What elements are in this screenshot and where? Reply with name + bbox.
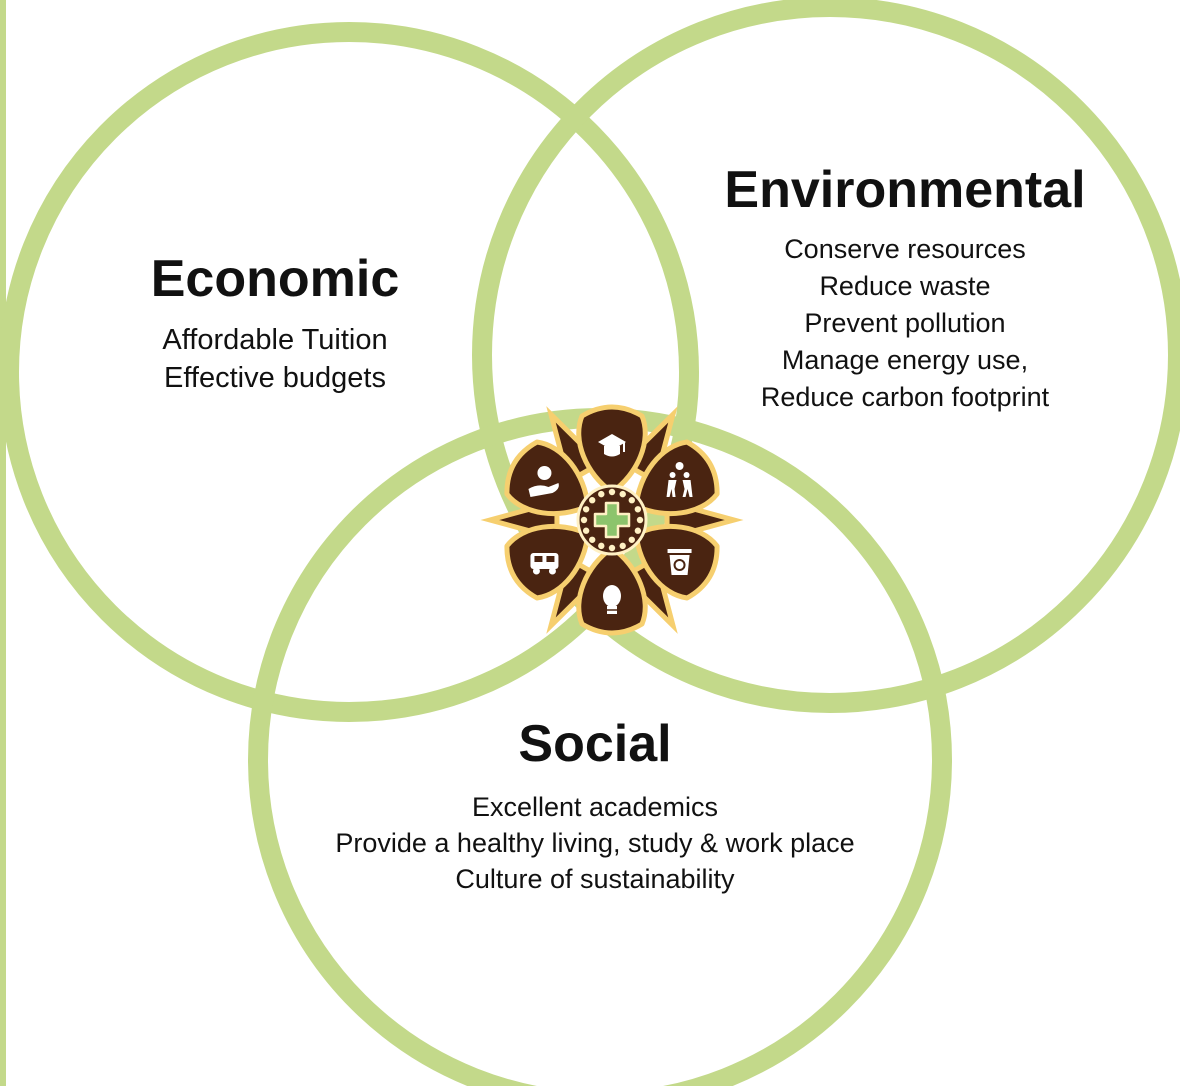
hand-globe-icon [504, 439, 591, 517]
shuttle-bus-icon [504, 523, 591, 601]
emblem [480, 404, 744, 636]
recycle-bin-icon [633, 523, 720, 601]
environmental-item: Reduce waste [819, 271, 991, 301]
economic-item: Effective budgets [164, 362, 386, 394]
environmental-circle [472, 0, 1180, 713]
people-globe-icon [633, 439, 720, 517]
economic-circle [0, 22, 699, 722]
environmental-items: Conserve resources Reduce waste Prevent … [700, 231, 1110, 416]
environmental-title: Environmental [724, 161, 1086, 219]
light-bulb-icon [576, 545, 648, 636]
social-title: Social [518, 715, 672, 773]
social-item: Excellent academics [471, 792, 719, 822]
environmental-item: Conserve resources [784, 234, 1026, 264]
environmental-item: Manage energy use, [781, 345, 1029, 375]
economic-items: Affordable Tuition Effective budgets [95, 321, 455, 397]
medical-cross-icon [593, 501, 631, 539]
economic-item: Affordable Tuition [162, 324, 388, 356]
environmental-item: Reduce carbon footprint [760, 382, 1050, 412]
economic-title: Economic [150, 250, 400, 308]
social-item: Provide a healthy living, study & work p… [335, 828, 855, 858]
graduation-cap-icon [576, 404, 648, 495]
environmental-item: Prevent pollution [804, 308, 1006, 338]
social-items: Excellent academics Provide a healthy li… [270, 789, 920, 897]
social-item: Culture of sustainability [455, 864, 735, 894]
left-border-bar [0, 0, 6, 1086]
